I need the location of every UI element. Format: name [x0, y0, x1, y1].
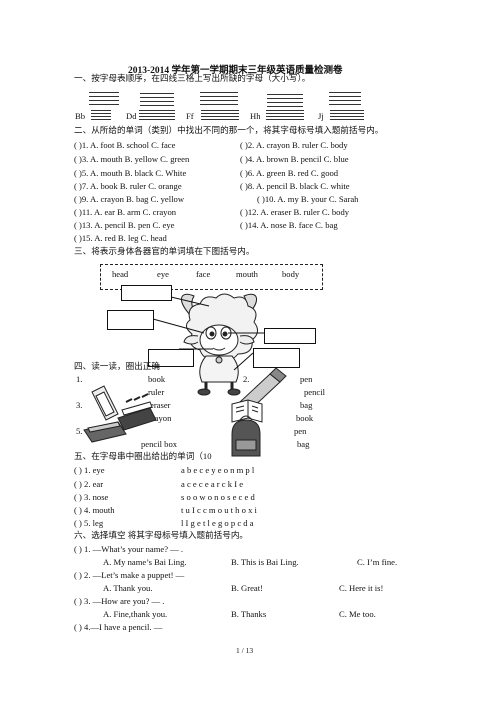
word-bank-box — [100, 264, 323, 290]
s2-row-4-left: ( )7. A. book B. ruler C. orange — [74, 181, 182, 191]
s2-row-1-right: ( )2. A. crayon B. ruler C. body — [240, 140, 348, 150]
s4-item-3-a: eraser — [150, 400, 171, 410]
s4-item-6-a: pen — [294, 426, 307, 436]
s6-q1-opt-b: B. This is Bai Ling. — [231, 557, 299, 567]
four-line-grid-1 — [89, 92, 119, 106]
s4-item-4-b: book — [296, 413, 314, 423]
s2-row-3-right: ( )6. A. green B. red C. good — [240, 168, 339, 178]
s5-q-1: ( ) 1. eye — [74, 465, 105, 475]
s5-s-4: t u I c c m o u t h o x i — [181, 505, 257, 515]
letter-ff: Ff — [186, 111, 194, 121]
letter-hh: Hh — [250, 111, 261, 121]
s6-q-4: ( ) 4.—I have a pencil. — — [74, 622, 163, 632]
s2-row-7-right: ( )14. A. nose B. face C. bag — [240, 220, 338, 230]
letter-dd: Dd — [126, 111, 137, 121]
s2-row-2-left: ( )3. A. mouth B. yellow C. green — [74, 154, 190, 164]
four-line-grid-9 — [266, 110, 304, 120]
word-face: face — [196, 269, 211, 279]
s5-s-2: a c e c e a r c k I e — [181, 479, 244, 489]
s6-q-2: ( ) 2. —Let’s make a puppet! — — [74, 570, 185, 580]
s4-item-1-b: ruler — [148, 387, 165, 397]
letter-bb: Bb — [75, 111, 86, 121]
s4-item-2-a: pen — [300, 374, 313, 384]
s5-s-1: a b e c e y e o n m p l — [181, 465, 255, 475]
s2-row-5-right: ( )10. A. my B. your C. Sarah — [257, 194, 359, 204]
word-head: head — [112, 269, 129, 279]
s4-item-2-b: pencil — [304, 387, 325, 397]
answer-box-2[interactable] — [107, 310, 154, 330]
s2-row-3-left: ( )5. A. mouth B. black C. White — [74, 168, 187, 178]
s4-item-6-b: bag — [297, 439, 310, 449]
s4-item-3-b: crayon — [148, 413, 172, 423]
s5-q-5: ( ) 5. leg — [74, 518, 104, 528]
s6-q-1: ( ) 1. —What’s your name? — . — [74, 544, 184, 554]
s2-row-5-left: ( )9. A. crayon B. bag C. yellow — [74, 194, 185, 204]
section-5-heading: 五、在字母串中圈出给出的单词（10 — [74, 451, 212, 461]
s2-row-6-left: ( )11. A. ear B. arm C. crayon — [74, 207, 177, 217]
page-title: 2013-2014 学年第一学期期末三年级英语质量检测卷 — [128, 66, 343, 76]
four-line-grid-8 — [201, 110, 239, 120]
s4-item-1-a: book — [148, 374, 166, 384]
s4-item-2-num: 2. — [243, 374, 250, 384]
s6-q3-opt-a: A. Fine,thank you. — [103, 609, 168, 619]
s5-s-5: l I g e t l e g o p c d a — [181, 518, 254, 528]
s6-q1-opt-a: A. My name’s Bai Ling. — [103, 557, 187, 567]
s6-q2-opt-c: C. Here it is! — [339, 583, 384, 593]
s2-row-2-right: ( )4. A. brown B. pencil C. blue — [240, 154, 349, 164]
s4-item-4-a: bag — [300, 400, 313, 410]
page-number: 1 / 13 — [236, 646, 254, 655]
section-3-heading: 三、将表示身体各器官的单词填在下图括号内。 — [74, 246, 255, 256]
answer-box-5[interactable] — [253, 348, 300, 368]
four-line-grid-5 — [329, 92, 361, 106]
s6-q3-opt-c: C. Me too. — [339, 609, 376, 619]
letter-jj: Jj — [318, 111, 324, 121]
word-eye: eye — [157, 269, 169, 279]
four-line-grid-6 — [91, 110, 111, 120]
section-4-heading: 四、读一读，圈出正确 — [74, 361, 160, 371]
s5-q-4: ( ) 4. mouth — [74, 505, 115, 515]
section-1-heading: 一、按字母表顺序，在四线三格上写出所缺的字母（大小写）。 — [74, 73, 311, 83]
s5-q-3: ( ) 3. nose — [74, 492, 109, 502]
answer-box-3[interactable] — [264, 328, 316, 344]
s4-item-3-num: 3. — [76, 400, 83, 410]
four-line-grid-10 — [330, 110, 364, 120]
word-body: body — [282, 269, 300, 279]
s2-row-7-left: ( )13. A. pencil B. pen C. eye — [74, 220, 175, 230]
s6-q2-opt-a: A. Thank you. — [103, 583, 153, 593]
s2-row-8-left: ( )15. A. red B. leg C. head — [74, 233, 167, 243]
word-mouth: mouth — [236, 269, 258, 279]
s6-q3-opt-b: B. Thanks — [231, 609, 267, 619]
s2-row-1-left: ( )1. A. foot B. school C. face — [74, 140, 176, 150]
s4-item-5-num: 5. — [76, 426, 83, 436]
section-2-heading: 二、从所给的单词（类别）中找出不同的那一个，将其字母标号填入题前括号内。 — [74, 125, 384, 135]
answer-box-1[interactable] — [121, 285, 172, 301]
section-6-heading: 六、选择填空 将其字母标号填入题前括号内。 — [74, 530, 249, 540]
four-line-grid-2 — [140, 93, 174, 107]
s6-q2-opt-b: B. Great! — [231, 583, 263, 593]
s5-q-2: ( ) 2. ear — [74, 479, 104, 489]
s5-s-3: s o o w o n o s e c e d — [181, 492, 255, 502]
s6-q1-opt-c: C. I’m fine. — [357, 557, 398, 567]
s4-item-1-num: 1. — [76, 374, 83, 384]
four-line-grid-4 — [267, 94, 303, 108]
four-line-grid-3 — [200, 92, 238, 106]
s2-row-6-right: ( )12. A. eraser B. ruler C. body — [240, 207, 350, 217]
four-line-grid-7 — [139, 110, 175, 120]
s6-q-3: ( ) 3. —How are you? — . — [74, 596, 165, 606]
s4-item-5-b: pencil box — [141, 439, 178, 449]
s2-row-4-right: ( )8. A. pencil B. black C. white — [240, 181, 350, 191]
answer-box-4[interactable] — [148, 349, 194, 367]
